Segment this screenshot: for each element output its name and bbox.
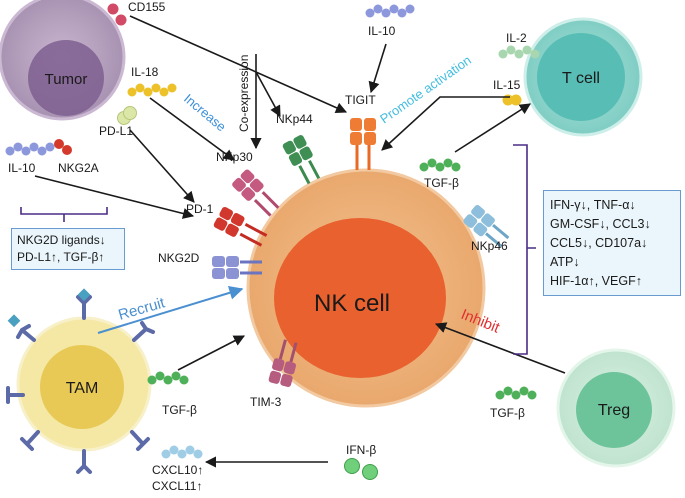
il18-to-nkp30-arrow: [149, 97, 235, 161]
left-box-line: PD-L1↑, TGF-β↑: [17, 250, 105, 264]
tumor-label: Tumor: [45, 71, 88, 88]
tgfb-top-molecule: [419, 158, 461, 172]
il18-label: IL-18: [131, 65, 159, 79]
il10-top-label: IL-10: [368, 24, 396, 38]
tam-cell: TAM: [16, 316, 152, 452]
cd155-to-tigit-arrow: [129, 15, 348, 114]
nkp44-receptor: [282, 135, 321, 185]
increase-label: Increase: [181, 91, 229, 135]
t-cell: T cell: [523, 17, 643, 137]
nkp44-label: NKp44: [276, 112, 313, 126]
nkp46-label: NKp46: [471, 239, 508, 253]
recruit-arrow: [97, 285, 244, 334]
cxcl10-label: CXCL10↑: [152, 463, 203, 477]
t-cell-label: T cell: [562, 70, 600, 87]
coexpression-label: Co-expression: [237, 55, 251, 132]
left-bracket: [20, 207, 108, 222]
treg-cell: Treg: [556, 348, 676, 468]
left-effects-box: NKG2D ligands↓ PD-L1↑, TGF-β↑: [11, 228, 125, 270]
nkp30-receptor: [232, 169, 280, 217]
pd1-receptor: [213, 206, 268, 247]
pdl1-to-pd1-arrow: [129, 129, 195, 203]
tim3-label: TIM-3: [250, 395, 282, 409]
il10-to-tigit-arrow: [368, 43, 387, 94]
tam-label: TAM: [66, 380, 99, 397]
tigit-receptor: [350, 118, 376, 170]
nk-to-tcell-arrow: [454, 103, 531, 153]
cd155-label: CD155: [128, 0, 166, 14]
tgfb-tam-molecule: [147, 371, 189, 385]
right-box-line: HIF-1α↑, VEGF↑: [550, 274, 642, 288]
tam-to-nk-arrow: [177, 335, 245, 371]
right-box-line: IFN-γ↓, TNF-α↓: [550, 198, 636, 212]
ifnb-molecule: [344, 458, 378, 480]
tigit-label: TIGIT: [345, 93, 376, 107]
pd1-label: PD-1: [186, 202, 214, 216]
pd-l1-molecule: [117, 106, 137, 125]
treg-label: Treg: [598, 402, 630, 419]
tgfb-treg-molecule: [495, 386, 537, 400]
right-effects-box: IFN-γ↓, TNF-α↓ GM-CSF↓, CCL3↓ CCL5↓, CD1…: [543, 190, 681, 296]
il15-label: IL-15: [493, 78, 521, 92]
cxcl11-label: CXCL11↑: [152, 479, 202, 493]
pd-l1-label: PD-L1: [99, 124, 133, 138]
nkg2d-label: NKG2D: [158, 251, 200, 265]
il2-molecule: [498, 45, 540, 59]
nkg2a-molecule: [54, 139, 72, 155]
tgfb-top-label: TGF-β: [424, 176, 459, 190]
promote-activation-label: Promote activation: [377, 52, 474, 126]
il10-left-label: IL-10: [8, 161, 36, 175]
nkg2a-label: NKG2A: [58, 161, 99, 175]
coexpression-nkp44-arrow: [255, 71, 281, 117]
il18-molecule: [127, 83, 177, 97]
il10-left-molecule: [5, 142, 55, 156]
il10-top-molecule: [365, 4, 415, 18]
tumor-cell: Tumor: [0, 0, 126, 121]
tam-receptors: [6, 295, 155, 474]
right-box-line: ATP↓: [550, 255, 580, 269]
treg-inhibit-arrow: [434, 322, 566, 374]
il15-to-tigit-arrow: [381, 96, 510, 151]
cd155-molecule: [107, 3, 127, 26]
ifnb-label: IFN-β: [346, 443, 376, 457]
il10-to-pd1-arrow: [34, 175, 195, 219]
cxcl-molecule: [161, 445, 203, 459]
right-bracket: [513, 144, 536, 355]
nkp46-receptor: [463, 205, 510, 248]
il2-label: IL-2: [506, 31, 527, 45]
left-box-line: NKG2D ligands↓: [17, 233, 106, 247]
il15-molecule: [502, 94, 522, 106]
nkg2d-receptor: [212, 256, 262, 279]
arrows: [34, 15, 566, 468]
tim3-receptor: [268, 339, 298, 387]
right-box-line: CCL5↓, CD107a↓: [550, 236, 648, 250]
nk-cell: NK cell: [246, 168, 486, 408]
right-box-line: GM-CSF↓, CCL3↓: [550, 217, 651, 231]
tgfb-treg-label: TGF-β: [490, 406, 525, 420]
tgfb-tam-label: TGF-β: [162, 403, 197, 417]
nk-cell-label: NK cell: [314, 290, 390, 317]
nkp30-label: NKp30: [216, 150, 253, 164]
